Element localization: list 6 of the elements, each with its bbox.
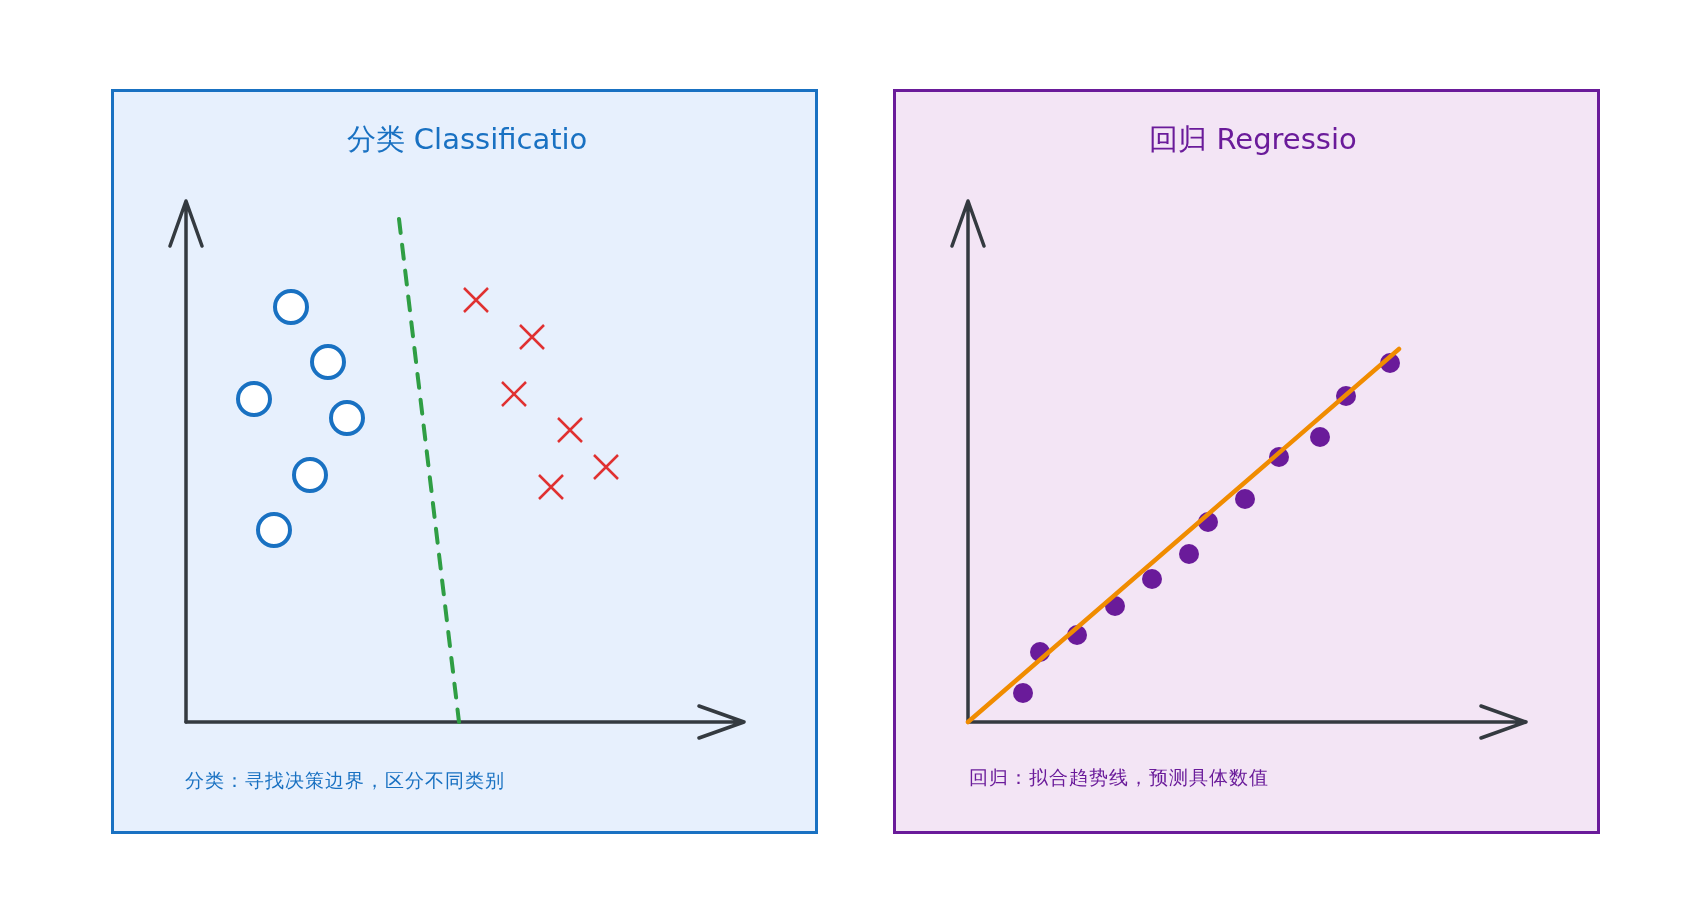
panel bbox=[893, 89, 1600, 834]
panel bbox=[111, 89, 818, 834]
panel-title: 分类 Classificatio bbox=[346, 121, 588, 157]
panel-caption: 分类：寻找决策边界，区分不同类别 bbox=[185, 768, 505, 792]
panel-title: 回归 Regressio bbox=[1149, 121, 1357, 157]
panel-caption: 回归：拟合趋势线，预测具体数值 bbox=[969, 765, 1269, 789]
